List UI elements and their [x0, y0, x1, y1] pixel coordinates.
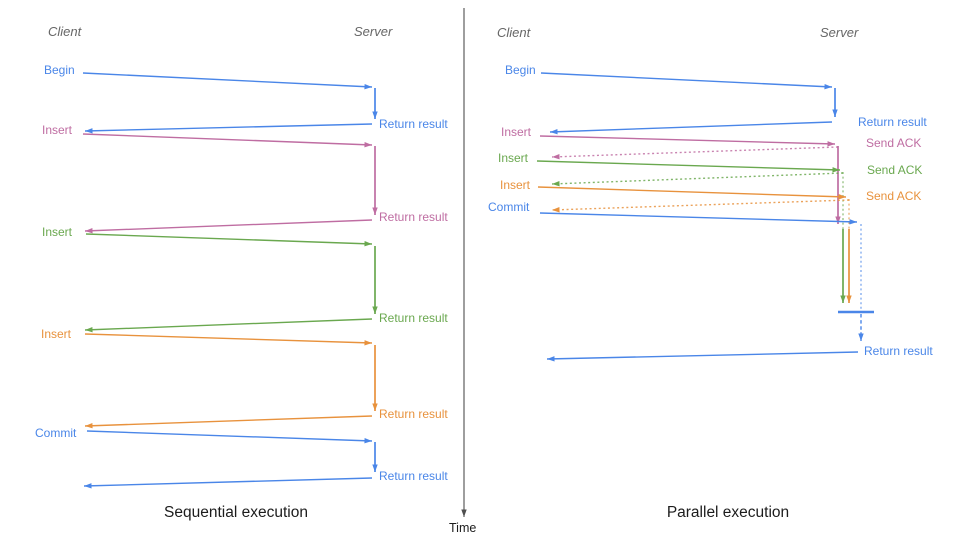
time-axis-label: Time [449, 521, 477, 535]
response-arrow [546, 351, 859, 360]
right-insert2-flow [536, 160, 846, 303]
right-insert1-flow [539, 135, 841, 224]
ack-arrow [551, 172, 844, 185]
right-op-insert3-label: Insert [500, 178, 531, 192]
request-arrow [84, 333, 373, 344]
arrowhead [552, 207, 560, 213]
arrowhead [552, 181, 560, 187]
arrowhead [552, 154, 560, 160]
request-arrow [540, 72, 833, 88]
request-arrow [537, 186, 847, 198]
arrowhead [832, 167, 840, 173]
request-arrow [86, 430, 373, 442]
left-diagram-caption: Sequential execution [164, 504, 308, 521]
request-arrow [82, 72, 373, 88]
left-return-result-2: Return result [379, 210, 448, 224]
left-op-begin-label: Begin [44, 63, 75, 77]
arrowhead [85, 128, 93, 134]
right-send-ack-1: Send ACK [866, 136, 922, 150]
arrowhead [364, 438, 372, 444]
right-return-result-2: Return result [864, 344, 933, 358]
arrowhead [846, 295, 852, 303]
left-server-header: Server [354, 24, 393, 39]
left-op-insert1-label: Insert [42, 123, 73, 137]
arrowhead [364, 142, 372, 148]
left-begin-flow [82, 72, 378, 134]
arrowhead [461, 509, 467, 517]
right-begin-flow [540, 72, 838, 135]
request-arrow [82, 133, 373, 146]
arrowhead [364, 241, 372, 247]
right-commit-flow [539, 212, 874, 362]
right-send-ack-2: Send ACK [867, 163, 923, 177]
arrowhead [849, 219, 857, 225]
arrowhead [835, 216, 841, 224]
response-arrow [549, 121, 833, 133]
left-op-commit-label: Commit [35, 426, 77, 440]
right-op-commit-label: Commit [488, 200, 530, 214]
response-arrow [83, 477, 373, 487]
left-insert3-flow [84, 333, 378, 429]
response-arrow [84, 219, 373, 232]
left-insert2-flow [84, 233, 378, 333]
arrowhead [824, 83, 832, 90]
response-arrow [84, 123, 373, 132]
request-arrow [536, 160, 841, 171]
arrowhead [85, 423, 93, 429]
time-axis [461, 8, 467, 517]
arrowhead [827, 141, 835, 147]
right-op-insert2-label: Insert [498, 151, 529, 165]
ack-arrow [551, 146, 839, 158]
arrowhead [550, 129, 558, 135]
right-diagram-caption: Parallel execution [666, 504, 790, 521]
arrowhead [372, 207, 378, 215]
right-insert3-flow [537, 186, 852, 303]
left-return-result-5: Return result [379, 469, 448, 483]
left-return-result-1: Return result [379, 117, 448, 131]
right-send-ack-3: Send ACK [866, 189, 922, 203]
arrowhead [364, 340, 372, 346]
left-commit-flow [83, 430, 378, 489]
arrowhead [547, 356, 555, 362]
arrowhead [840, 295, 846, 303]
left-insert1-flow [82, 133, 378, 234]
response-arrow [84, 318, 373, 331]
right-server-header: Server [820, 25, 859, 40]
right-op-insert1-label: Insert [501, 125, 532, 139]
arrowhead [84, 483, 92, 489]
response-arrow [84, 415, 373, 427]
right-return-result-1: Return result [858, 115, 927, 129]
arrowhead [85, 327, 93, 333]
arrowhead [372, 306, 378, 314]
request-arrow [539, 212, 858, 223]
arrowhead [838, 194, 846, 200]
left-return-result-4: Return result [379, 407, 448, 421]
arrowhead [372, 111, 378, 119]
request-arrow [85, 233, 373, 245]
request-arrow [539, 135, 836, 145]
left-return-result-3: Return result [379, 311, 448, 325]
left-op-insert3-label: Insert [41, 327, 72, 341]
left-client-header: Client [48, 24, 82, 39]
arrowhead [832, 109, 838, 117]
right-op-begin-label: Begin [505, 63, 536, 77]
ack-arrow [551, 199, 850, 211]
arrowhead [85, 228, 93, 234]
arrowhead [372, 403, 378, 411]
right-client-header: Client [497, 25, 531, 40]
arrowhead [364, 83, 372, 90]
arrowhead [372, 464, 378, 472]
left-op-insert2-label: Insert [42, 225, 73, 239]
arrowhead [858, 333, 864, 341]
